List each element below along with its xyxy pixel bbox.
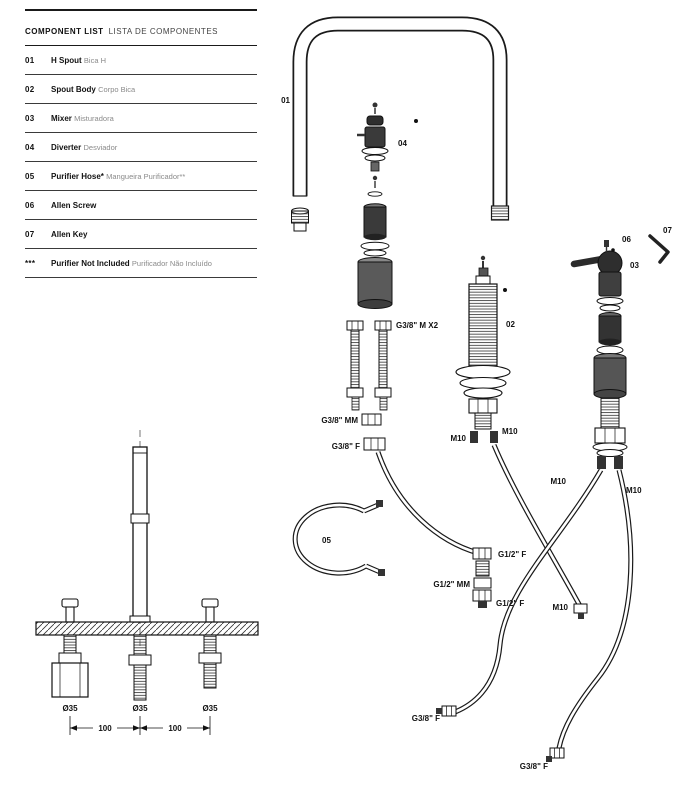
leader-dot [503,288,507,292]
component-name-pt: Purificador Não Incluído [131,259,212,268]
component-name-en: Purifier Hose* [51,172,104,181]
label-spacing-left: 100 [98,724,112,733]
component-row-02: 02 Spout Body Corpo Bica [25,75,257,104]
label-g12-f-bottom: G1/2" F [496,599,524,608]
component-list-title: COMPONENT LIST LISTA DE COMPONENTES [25,11,257,46]
label-ref-01: 01 [281,96,290,105]
flex-hoses [375,444,634,749]
label-spacing-right: 100 [168,724,182,733]
component-list-title-en: COMPONENT LIST [25,27,104,36]
label-ref-05: 05 [322,536,331,545]
component-row-06: 06 Allen Screw [25,191,257,220]
g12-fitting-stack [472,547,492,608]
label-m10-body-right: M10 [502,427,518,436]
label-g38-f-hose-right: G3/8" F [520,762,548,771]
connector-pipes-part [346,320,392,411]
component-number: 03 [25,114,35,123]
component-number: 04 [25,143,35,152]
mixer-cartridge-part [357,203,393,309]
label-g12-mm: G1/2" MM [433,580,470,589]
label-ref-07: 07 [663,226,672,235]
label-g12-f-top: G1/2" F [498,550,526,559]
label-ref-06: 06 [622,235,631,244]
allen-key-part [648,234,670,264]
diverter-part [357,102,389,197]
label-ref-02: 02 [506,320,515,329]
countertop [35,621,259,636]
component-number: 05 [25,172,35,181]
component-name-pt: Desviador [83,143,118,152]
component-number: 07 [25,230,35,239]
component-row-01: 01 H Spout Bica H [25,46,257,75]
component-name-en: Purifier Not Included [51,259,130,268]
spout-body-part [455,255,511,443]
component-name-en: Allen Screw [51,201,97,210]
component-name-pt: Corpo Bica [98,85,136,94]
component-number: *** [25,259,36,268]
component-list-title-pt: LISTA DE COMPONENTES [108,27,218,36]
component-name-en: Allen Key [51,230,88,239]
m10-mid-fitting [573,603,588,619]
body-hose-tail-right [490,431,498,443]
component-row-03: 03 Mixer Misturadora [25,104,257,133]
h-spout-part [292,16,510,221]
component-row-05: 05 Purifier Hose* Mangueira Purificador*… [25,162,257,191]
component-name-pt: Misturadora [74,114,114,123]
g38-nut-stack [361,413,386,451]
component-name-en: Diverter [51,143,82,152]
component-row-note: *** Purifier Not Included Purificador Nã… [25,249,257,278]
mixer-hose-tail-left [597,456,606,469]
label-hole-diameter-left: Ø35 [62,704,78,713]
label-m10-mid: M10 [552,603,568,612]
component-name-en: Mixer [51,114,72,123]
allen-screw-part [604,240,609,252]
component-name-en: H Spout [51,56,82,65]
mixer-hose-tail-right [614,456,623,469]
component-number: 02 [25,85,35,94]
dimension-lines: 100 100 [69,716,211,735]
label-g38-mm: G3/8" MM [321,416,358,425]
installation-drawing: Ø35 Ø35 Ø35 100 100 [35,430,259,735]
component-name-en: Spout Body [51,85,96,94]
purifier-hose-coil [292,500,385,576]
label-m10-mixer-right: M10 [626,486,642,495]
hose-end-nut-right [546,747,565,762]
component-number: 01 [25,56,35,65]
leader-dot [414,119,418,123]
label-g38-m-x2: G3/8" M X2 [396,321,439,330]
component-list: COMPONENT LIST LISTA DE COMPONENTES 01 H… [25,9,257,278]
aerator-insert-part [291,207,309,232]
leader-dot [611,248,615,252]
component-row-07: 07 Allen Key [25,220,257,249]
label-hole-diameter-right: Ø35 [202,704,218,713]
label-ref-03: 03 [630,261,639,270]
spout-aerator-tip [490,205,510,221]
label-hole-diameter-center: Ø35 [132,704,148,713]
component-number: 06 [25,201,35,210]
component-name-pt: Mangueira Purificador** [106,172,186,181]
label-ref-04: 04 [398,139,407,148]
label-m10-body-left: M10 [450,434,466,443]
label-m10-mixer-left: M10 [550,477,566,486]
hose-end-nut-left [436,705,457,717]
label-g38-f-hose-left: G3/8" F [412,714,440,723]
component-name-pt: Bica H [83,56,106,65]
body-hose-tail-left [470,431,478,443]
label-g38-f-top: G3/8" F [332,442,360,451]
component-row-04: 04 Diverter Desviador [25,133,257,162]
mixer-part [570,250,628,469]
